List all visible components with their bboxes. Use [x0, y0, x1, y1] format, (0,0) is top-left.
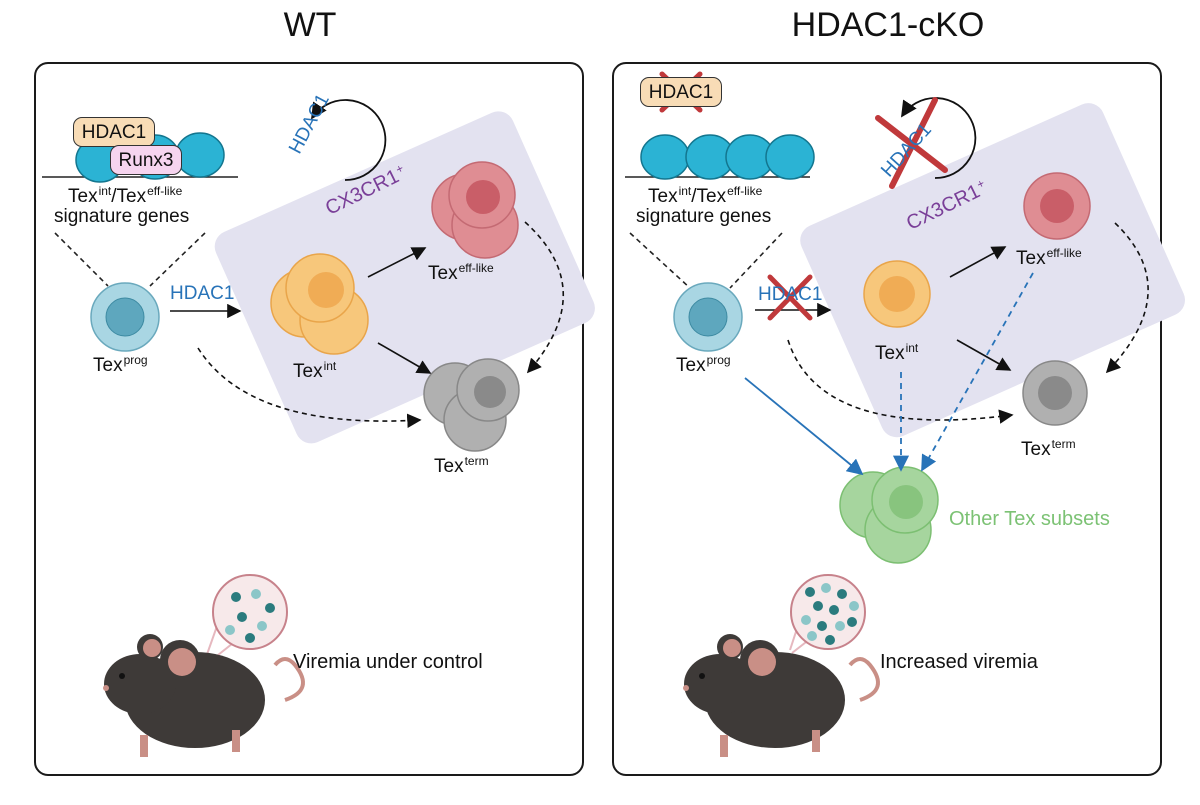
cko-loop-cross-icon [875, 97, 948, 189]
wt-mouse-image [103, 634, 305, 757]
wt-signature-genes: signature genes [54, 206, 190, 227]
cko-blue-arrow-prog-to-other [744, 377, 864, 476]
cko-virus-magnifier [790, 574, 866, 650]
cko-dotted-link-left [629, 232, 691, 289]
wt-panel-title: WT [283, 6, 337, 44]
cko-cx3cr1-region [800, 103, 1185, 438]
wt-runx3-box: Runx3 [110, 145, 182, 175]
cko-term-cell [1022, 360, 1088, 426]
wt-eff-cells [431, 161, 519, 259]
wt-hdac1-loop-icon [311, 99, 387, 181]
cko-int-cell [863, 260, 931, 328]
wt-dotted-prog-to-term [197, 347, 422, 428]
wt-term-cells [423, 358, 520, 452]
wt-hdac1-box: HDAC1 [73, 117, 155, 147]
cko-signature-title: Texint/Texeff-like [648, 184, 763, 207]
cko-dotted-eff-to-term [1105, 222, 1149, 374]
cko-arrow-int-to-eff [949, 246, 1007, 278]
wt-cx3cr1-region [214, 111, 595, 444]
cko-hdac1-loop-icon [901, 97, 977, 179]
cko-signature-genes: signature genes [636, 206, 772, 227]
wt-virus-magnifier [212, 574, 288, 650]
cko-dotted-prog-to-term [787, 339, 1014, 424]
wt-prog-cell [90, 282, 160, 352]
cko-nucleosomes [640, 134, 815, 180]
cko-eff-label: Texeff-like [1016, 246, 1082, 269]
wt-eff-label: Texeff-like [428, 261, 494, 284]
cko-arrow-cross-icon [767, 274, 813, 321]
wt-signature-title: Texint/Texeff-like [68, 184, 183, 207]
wt-arrow-int-to-term [377, 342, 432, 374]
wt-arrow-int-to-eff [367, 247, 427, 278]
wt-panel [34, 62, 584, 776]
wt-prog-label: Texprog [93, 353, 148, 376]
cko-int-label: Texint [875, 341, 919, 364]
cko-dotted-link-right [729, 232, 783, 289]
cko-viremia-label: Increased viremia [880, 651, 1038, 673]
cko-arrow-hdac1-label: HDAC1 [758, 284, 823, 305]
cko-blue-dashed-eff-to-other [921, 272, 1034, 472]
cko-hdac1-box: HDAC1 [640, 77, 722, 107]
wt-dotted-link-left [54, 232, 109, 287]
cko-other-subsets-label: Other Tex subsets [949, 508, 1110, 530]
cko-prog-label: Texprog [676, 353, 731, 376]
cko-other-cells [839, 466, 939, 564]
cko-term-label: Texterm [1021, 437, 1076, 460]
wt-dotted-link-right [149, 232, 206, 287]
cko-mouse-image [683, 634, 880, 757]
cko-arrow-int-to-term [956, 339, 1012, 371]
wt-arrow-hdac1-label: HDAC1 [170, 283, 235, 304]
wt-int-cells [270, 253, 369, 355]
wt-int-label: Texint [293, 359, 337, 382]
wt-term-label: Texterm [434, 454, 489, 477]
wt-viremia-label: Viremia under control [293, 651, 483, 673]
cko-eff-cell [1023, 172, 1091, 240]
cko-prog-cell [673, 282, 743, 352]
wt-dotted-eff-to-term [524, 221, 565, 374]
cko-panel-title: HDAC1-cKO [791, 6, 985, 44]
cko-panel [612, 62, 1162, 776]
